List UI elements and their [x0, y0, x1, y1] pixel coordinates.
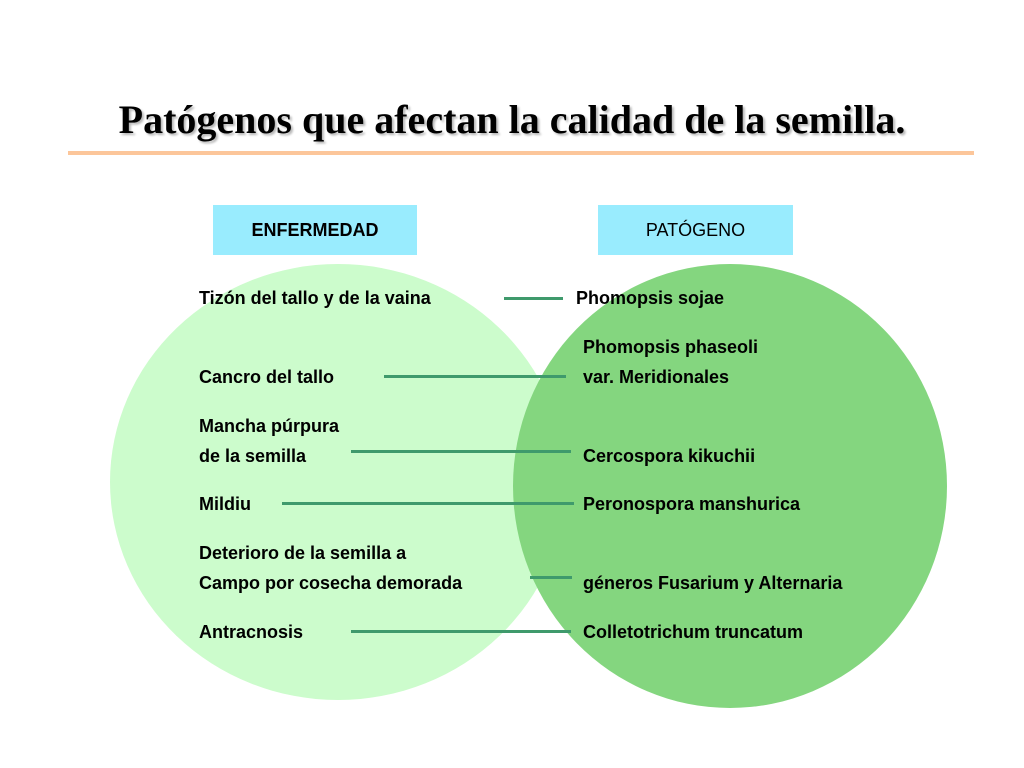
disease-label-line: Mildiu — [199, 494, 251, 514]
connector-line — [504, 297, 563, 300]
disease-label-line: Mancha púrpura — [199, 416, 340, 436]
disease-header: ENFERMEDAD — [213, 205, 417, 255]
pathogen-circle — [513, 264, 947, 708]
pathogen-label: Colletotrichum truncatum — [583, 617, 803, 647]
connector-line — [351, 450, 571, 453]
disease-label-line: Campo por cosecha demorada — [199, 573, 463, 593]
connector-line — [282, 502, 574, 505]
disease-label-line: Cancro del tallo — [199, 367, 335, 387]
pathogen-label-line: Phomopsis phaseoli — [583, 337, 759, 357]
pathogen-label-line: Colletotrichum truncatum — [583, 622, 804, 642]
disease-label: Tizón del tallo y de la vaina — [199, 283, 431, 313]
pathogen-label-line: var. Meridionales — [583, 367, 730, 387]
title-underline — [68, 151, 974, 155]
connector-line — [530, 576, 572, 579]
pathogen-label-line: Phomopsis sojae — [576, 288, 725, 308]
disease-label: Mildiu — [199, 489, 251, 519]
connector-line — [384, 375, 566, 378]
disease-label: Mancha púrpura de la semilla — [199, 411, 339, 471]
disease-label-line: Deterioro de la semilla a — [199, 543, 407, 563]
pathogen-label-line: Peronospora manshurica — [583, 494, 801, 514]
pathogen-label: géneros Fusarium y Alternaria — [583, 568, 842, 598]
connector-line — [351, 630, 571, 633]
disease-circle — [110, 264, 566, 700]
pathogen-label: Cercospora kikuchii — [583, 441, 755, 471]
slide-title: Patógenos que afectan la calidad de la s… — [118, 97, 906, 142]
disease-label: Cancro del tallo — [199, 362, 334, 392]
pathogen-label-line: géneros Fusarium y Alternaria — [583, 573, 843, 593]
disease-label: Antracnosis — [199, 617, 303, 647]
pathogen-label: Phomopsis sojae — [576, 283, 724, 313]
disease-label-line: de la semilla — [199, 446, 307, 466]
disease-label-line: Tizón del tallo y de la vaina — [199, 288, 431, 308]
pathogen-label: Phomopsis phaseoli var. Meridionales — [583, 332, 758, 392]
disease-label: Deterioro de la semilla a Campo por cose… — [199, 538, 462, 598]
pathogen-label-line: Cercospora kikuchii — [583, 446, 756, 466]
disease-label-line: Antracnosis — [199, 622, 304, 642]
pathogen-label: Peronospora manshurica — [583, 489, 800, 519]
pathogen-header: PATÓGENO — [598, 205, 793, 255]
